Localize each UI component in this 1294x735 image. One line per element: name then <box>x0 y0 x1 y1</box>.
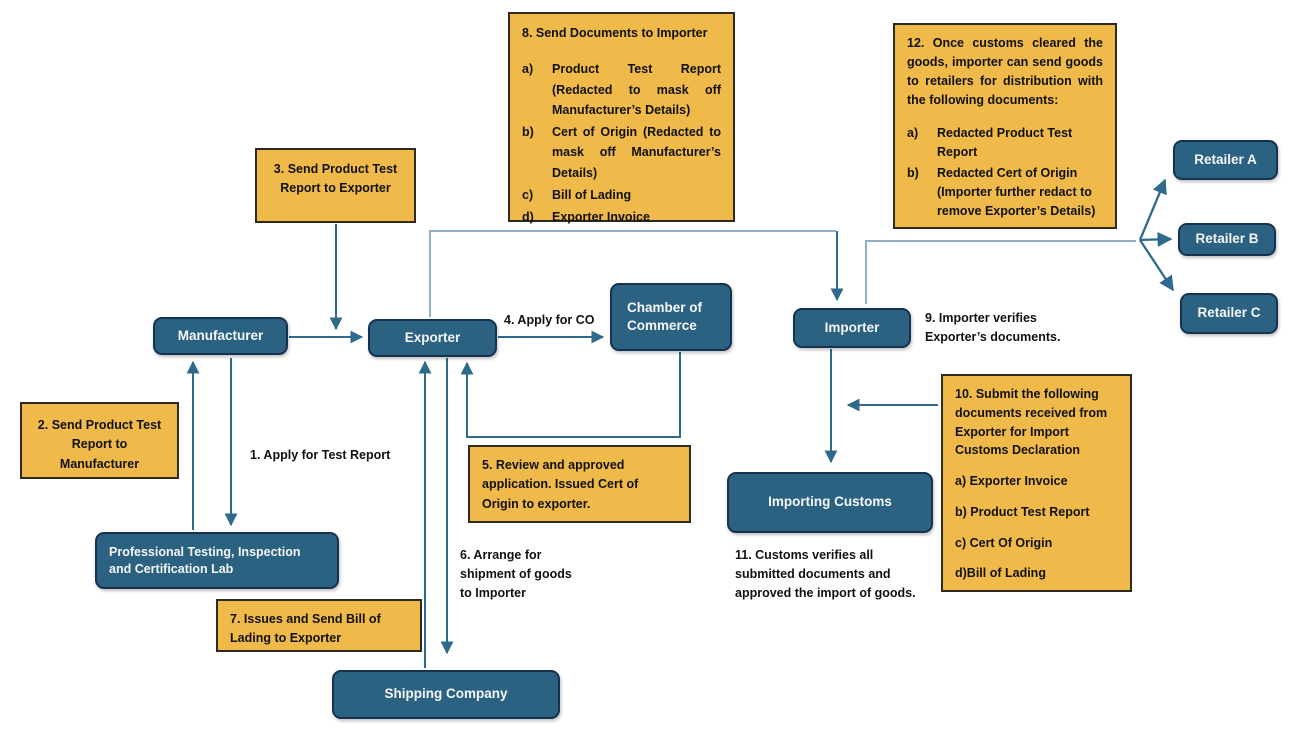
note-8-title: 8. Send Documents to Importer <box>522 26 708 40</box>
label-step-1-apply-test-report: 1. Apply for Test Report <box>250 448 391 462</box>
note-7-issue-bill-of-lading: 7. Issues and Send Bill of Lading to Exp… <box>216 599 422 652</box>
note-12-item: a) Redacted Product Test Report <box>907 126 1073 159</box>
note-10-submit-documents: 10. Submit the following documents recei… <box>941 374 1132 592</box>
label-step-6-arrange-shipment: 6. Arrange for shipment of goods to Impo… <box>460 548 572 600</box>
node-importing-customs: Importing Customs <box>727 472 933 533</box>
note-10-item: b) Product Test Report <box>955 504 1090 519</box>
node-testing-lab: Professional Testing, Inspection and Cer… <box>95 532 339 589</box>
label-step-9-importer-verifies: 9. Importer verifies Exporter’s document… <box>925 311 1061 344</box>
node-exporter: Exporter <box>368 319 497 357</box>
node-importer: Importer <box>793 308 911 348</box>
note-2-send-report-to-manufacturer: 2. Send Product Test Report to Manufactu… <box>20 402 179 479</box>
node-manufacturer: Manufacturer <box>153 317 288 355</box>
node-retailer-b: Retailer B <box>1178 223 1276 256</box>
note-8-send-documents-to-importer: 8. Send Documents to Importer a) Product… <box>508 12 735 224</box>
note-5-review-approve-co: 5. Review and approved application. Issu… <box>468 445 691 523</box>
note-12-title: 12. Once customs cleared the goods, impo… <box>907 36 1103 107</box>
note-10-item: d)Bill of Lading <box>955 566 1046 581</box>
label-step-4-apply-for-co: 4. Apply for CO <box>504 313 595 327</box>
note-8-item: b) Cert of Origin (Redacted to mask off … <box>522 125 721 180</box>
note-8-item: a) Product Test Report (Redacted to mask… <box>522 62 721 117</box>
note-10-title: 10. Submit the following documents recei… <box>955 387 1108 458</box>
note-12-item: b) Redacted Cert of Origin (Importer fur… <box>907 166 1096 218</box>
note-10-item: c) Cert Of Origin <box>955 535 1053 550</box>
label-step-11-customs-verifies: 11. Customs verifies all submitted docum… <box>735 548 916 600</box>
note-8-item: d) Exporter Invoice <box>522 210 650 224</box>
node-shipping-company: Shipping Company <box>332 670 560 719</box>
node-retailer-a: Retailer A <box>1173 140 1278 180</box>
note-12-send-to-retailers: 12. Once customs cleared the goods, impo… <box>893 23 1117 229</box>
note-10-item: a) Exporter Invoice <box>955 474 1068 488</box>
node-retailer-c: Retailer C <box>1180 293 1278 334</box>
node-chamber-of-commerce: Chamber of Commerce <box>610 283 732 351</box>
note-8-item: c) Bill of Lading <box>522 187 632 202</box>
note-3-send-report-to-exporter: 3. Send Product Test Report to Exporter <box>255 148 416 223</box>
